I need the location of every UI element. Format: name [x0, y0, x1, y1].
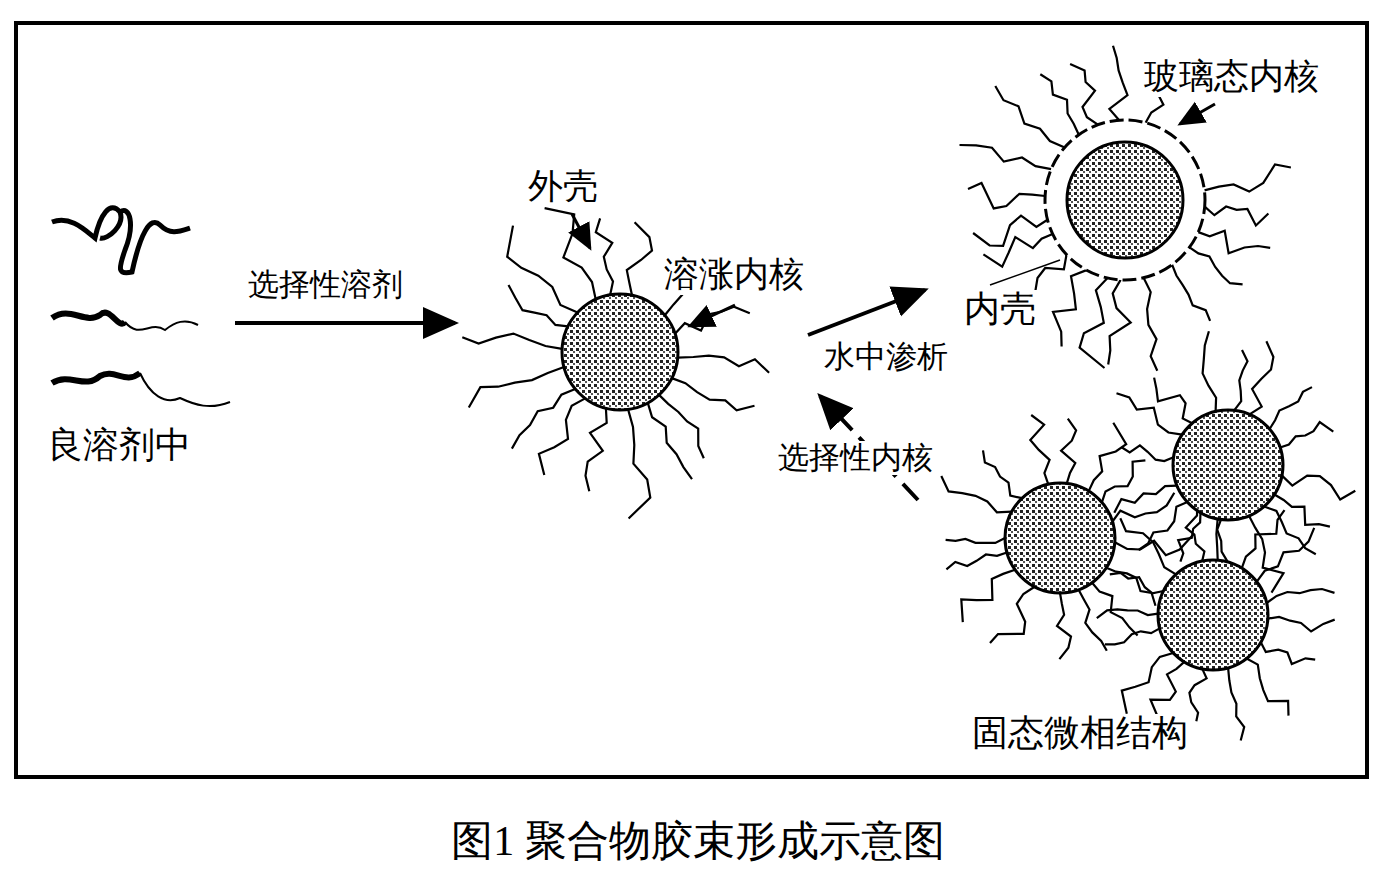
polymer-chain: [678, 356, 769, 373]
part-label: 内壳: [962, 290, 1038, 330]
polymer-chain: [973, 216, 1047, 246]
polymer-chain: [1120, 518, 1176, 574]
process-label: 水中渗析: [822, 340, 950, 374]
polymer-chain: [1264, 507, 1316, 555]
part-label: 溶涨内核: [662, 256, 806, 295]
polymer-chain: [1242, 510, 1285, 568]
process-label: 选择性内核: [776, 441, 935, 475]
polymer-chain: [968, 183, 1045, 208]
polymer-chain: [1198, 231, 1270, 254]
polymer-chain: [1079, 590, 1107, 651]
inner-shell: [1045, 120, 1205, 280]
structure-label: 固态微相结构: [970, 714, 1190, 754]
polymer-chain: [1113, 493, 1175, 522]
polymer-chain: [1189, 669, 1206, 721]
polymer-chain: [1151, 662, 1185, 716]
polymer-chain: [648, 403, 692, 479]
polymer-chain: [1102, 460, 1146, 502]
polymer-chain: [1270, 387, 1312, 429]
polymer-chain: [960, 145, 1052, 169]
polymer-chain: [1030, 415, 1049, 484]
polymer-chain: [983, 234, 1052, 267]
polymer-chain: [941, 476, 1011, 512]
polymer-chain: [1144, 278, 1158, 371]
polymer-chain: [983, 450, 1022, 498]
polymer-chain: [628, 409, 650, 518]
polymer-chain: [1057, 593, 1071, 659]
polymer-chain: [1204, 165, 1291, 192]
polymer-chain: [1267, 589, 1335, 603]
polymer-chain: [1070, 64, 1098, 125]
polymer-chain: [946, 538, 1005, 543]
polymer-chain: [1205, 207, 1269, 226]
process-arrow: [235, 321, 455, 325]
polymer-chain: [507, 226, 577, 313]
polymer-chain: [462, 334, 562, 349]
polymer-chain: [961, 570, 1015, 622]
leader-line: [990, 260, 1060, 285]
polymer-chain: [1178, 513, 1200, 562]
polymer-chain: [509, 285, 569, 326]
polymer-chain: [545, 208, 596, 299]
part-label: 外壳: [526, 168, 600, 207]
polymer-chain: [1139, 502, 1188, 550]
leader-arrow: [690, 305, 735, 326]
figure-caption: 图1 聚合物胶束形成示意图: [451, 818, 945, 864]
polymer-chain: [1110, 573, 1164, 594]
polymer-chain: [627, 222, 652, 295]
solvent-label: 良溶剂中: [45, 426, 193, 466]
process-arrow: [808, 290, 925, 335]
polymer-chain: [1122, 445, 1174, 461]
polymer-chain: [1122, 653, 1173, 714]
polymer-chain: [1257, 528, 1314, 582]
glassy-core: [1067, 142, 1183, 258]
leader-arrow: [572, 214, 590, 248]
polymer-chain: [946, 553, 1007, 570]
polymer-chain: [1247, 659, 1289, 716]
frame-border: [16, 23, 1367, 777]
polymer-chain: [1109, 46, 1127, 120]
polymer-chains: [462, 46, 1355, 741]
swollen-core: [562, 294, 678, 410]
polymer-chain: [672, 378, 755, 410]
polymer-chain: [1234, 350, 1247, 410]
polymer-chain: [1089, 423, 1127, 491]
polymer-chain: [469, 367, 564, 408]
solid-core: [1005, 483, 1115, 593]
polymer-chain: [1250, 341, 1274, 414]
solid-core: [1158, 560, 1268, 670]
polymer-chain: [1117, 393, 1183, 434]
free-chains: [52, 208, 230, 406]
polymer-chain: [1114, 486, 1177, 513]
process-label: 选择性溶剂: [246, 268, 405, 302]
part-label: 玻璃态内核: [1142, 58, 1321, 97]
polymer-chain: [1261, 642, 1315, 664]
polymer-chain: [596, 218, 613, 294]
polymer-chain: [1053, 270, 1087, 346]
polymer-chain: [586, 408, 607, 491]
polymer-chain: [1282, 476, 1355, 500]
polymer-chain: [1154, 378, 1192, 424]
polymer-chain: [1080, 278, 1108, 368]
polymer-chain: [512, 389, 575, 449]
polymer-chain: [1190, 247, 1243, 284]
polymer-chain: [1268, 617, 1335, 632]
polymer-chain: [990, 587, 1035, 643]
polymer-chain: [675, 307, 750, 334]
polymer-chain: [1228, 668, 1244, 741]
polymer-chain: [1203, 331, 1217, 411]
leader-arrow: [1180, 104, 1215, 124]
polymer-chain: [1172, 265, 1210, 321]
polymer-chain: [1097, 609, 1158, 618]
polymer-chain: [1108, 280, 1131, 365]
polymer-chain: [1040, 74, 1079, 134]
polymer-chain: [1105, 628, 1160, 644]
polymer-chain: [1280, 422, 1333, 447]
polymer-chain: [1061, 419, 1076, 484]
solid-core: [1173, 410, 1283, 520]
